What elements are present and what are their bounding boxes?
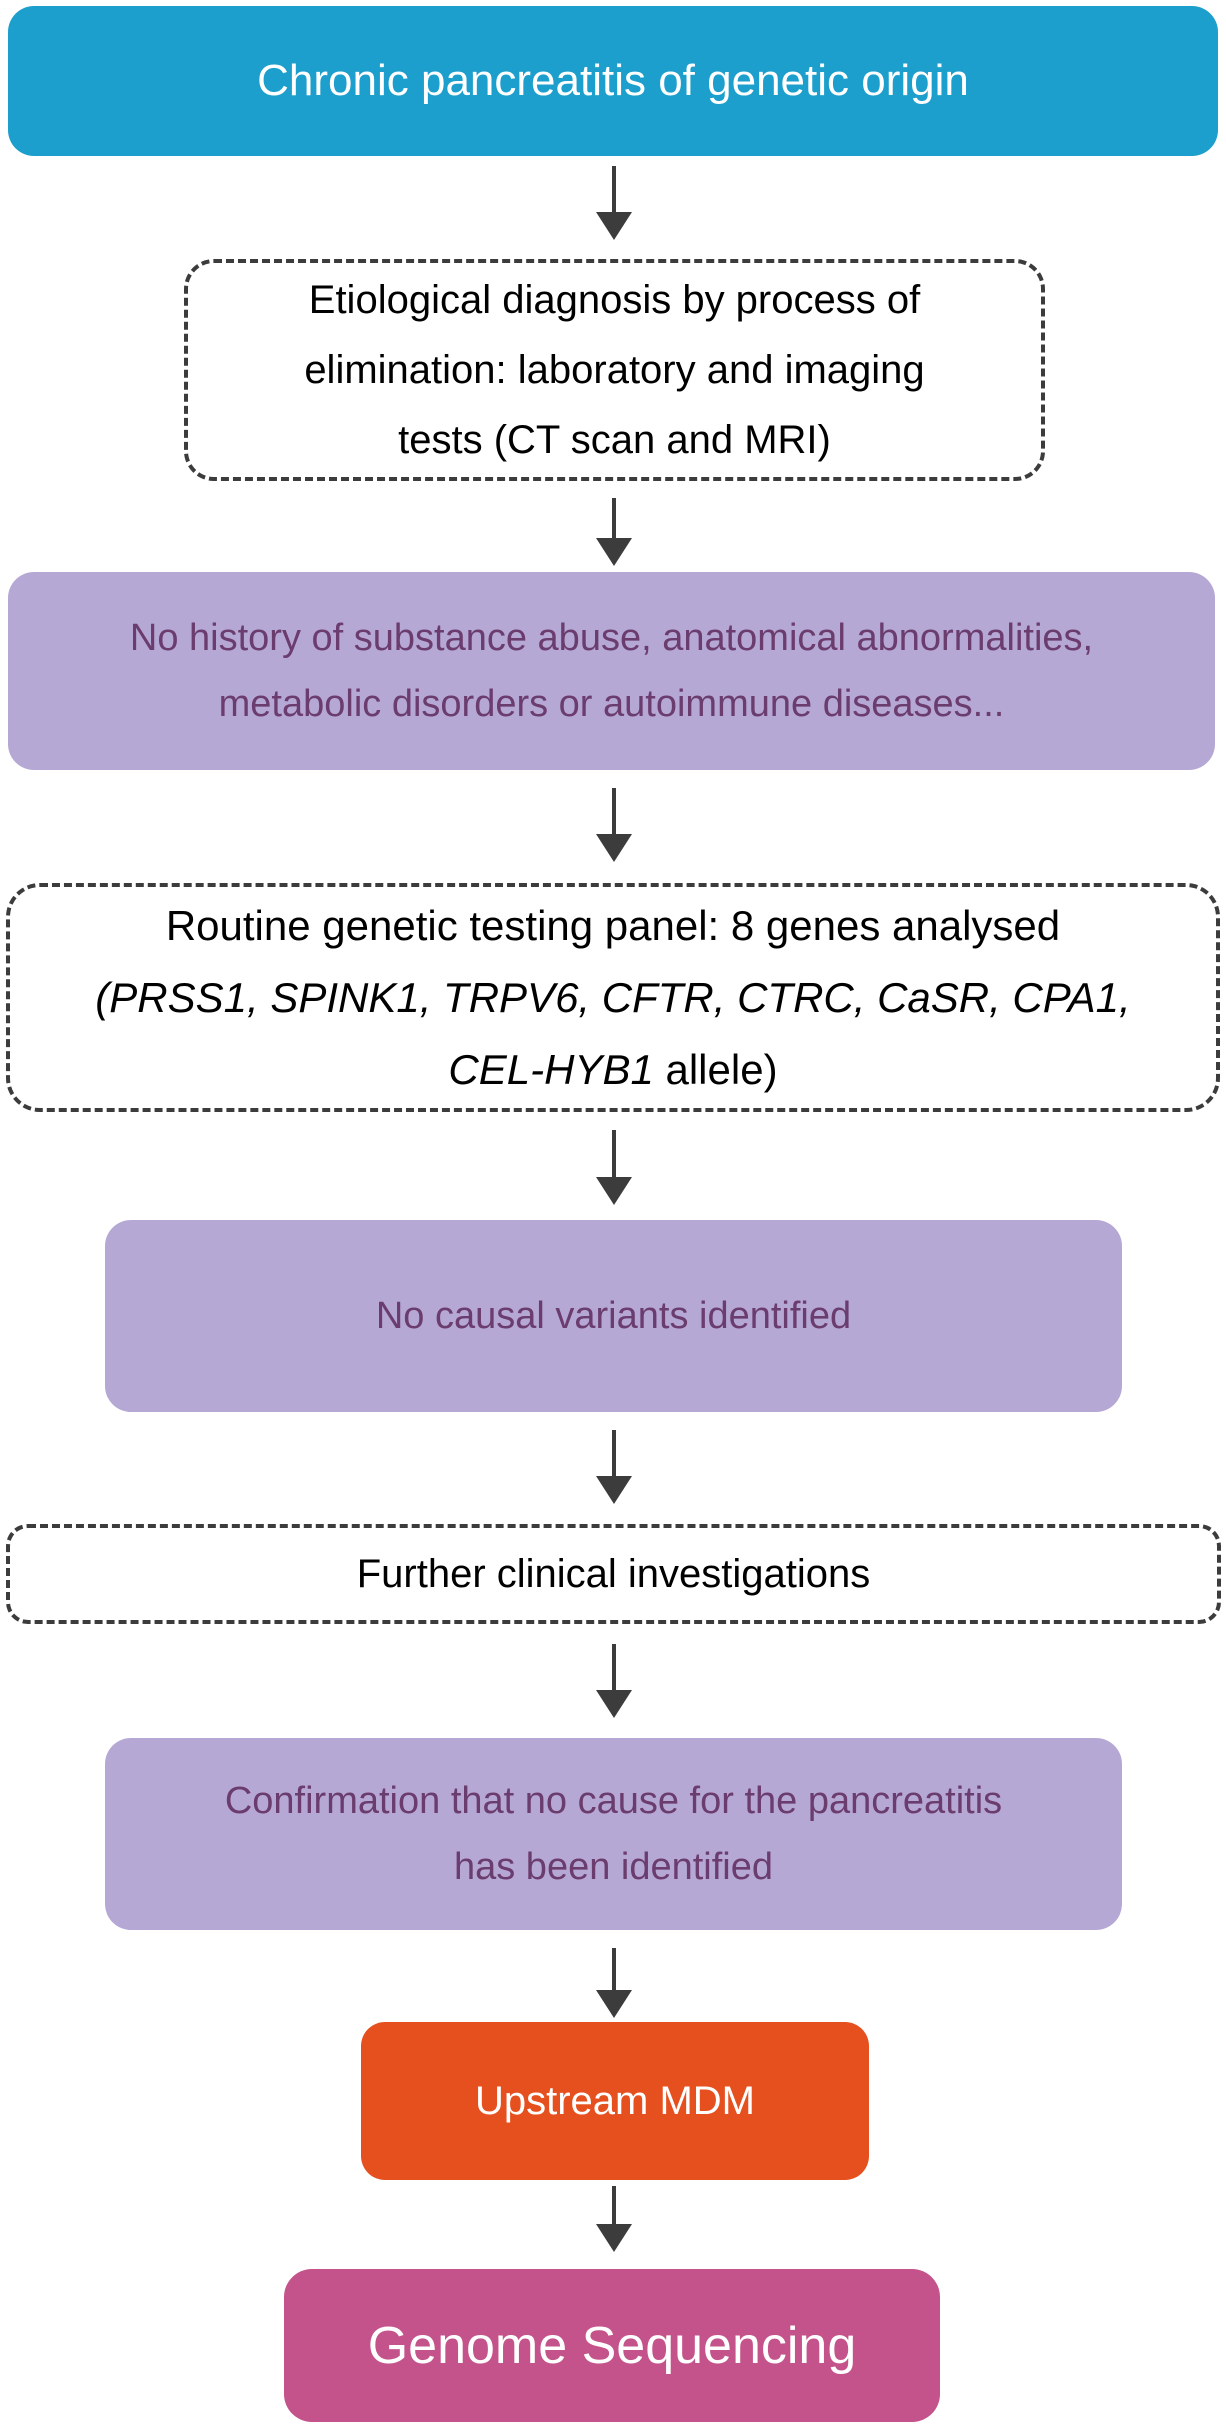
arrow-head xyxy=(596,1476,632,1504)
node-no-history: No history of substance abuse, anatomica… xyxy=(8,572,1215,770)
node-label-line: metabolic disorders or autoimmune diseas… xyxy=(218,683,1005,725)
down-arrow-icon xyxy=(596,788,632,862)
arrow-head xyxy=(596,538,632,566)
arrow-shaft xyxy=(612,2186,616,2224)
node-etiological-diagnosis: Etiological diagnosis by process of elim… xyxy=(184,259,1045,481)
node-further-investigations: Further clinical investigations xyxy=(6,1524,1221,1624)
arrow-shaft xyxy=(612,1948,616,1990)
arrow-head xyxy=(596,1177,632,1205)
node-label: No causal variants identified xyxy=(375,1294,852,1337)
node-label-line-allele: CEL-HYB1 allele) xyxy=(10,1034,1216,1106)
arrow-shaft xyxy=(612,498,616,538)
node-genetic-testing-panel: Routine genetic testing panel: 8 genes a… xyxy=(6,883,1220,1112)
node-label-line-genes: (PRSS1, SPINK1, TRPV6, CFTR, CTRC, CaSR,… xyxy=(95,973,1131,1021)
down-arrow-icon xyxy=(596,1948,632,2018)
node-chronic-pancreatitis: Chronic pancreatitis of genetic origin xyxy=(8,6,1218,156)
arrow-head xyxy=(596,1690,632,1718)
down-arrow-icon xyxy=(596,1130,632,1205)
arrow-head xyxy=(596,212,632,240)
arrow-shaft xyxy=(612,1644,616,1690)
node-label-line: elimination: laboratory and imaging xyxy=(304,348,925,392)
node-genome-sequencing: Genome Sequencing xyxy=(284,2269,940,2422)
down-arrow-icon xyxy=(596,498,632,566)
node-label: Chronic pancreatitis of genetic origin xyxy=(257,56,969,105)
arrow-head xyxy=(596,834,632,862)
node-no-causal-variants: No causal variants identified xyxy=(105,1220,1122,1412)
node-label-line: has been identified xyxy=(453,1846,774,1888)
arrow-shaft xyxy=(612,1430,616,1476)
down-arrow-icon xyxy=(596,1430,632,1504)
node-label: Further clinical investigations xyxy=(356,1551,871,1596)
node-label-line: Confirmation that no cause for the pancr… xyxy=(224,1780,1003,1822)
down-arrow-icon xyxy=(596,2186,632,2252)
node-label-line: Routine genetic testing panel: 8 genes a… xyxy=(165,901,1061,949)
arrow-shaft xyxy=(612,166,616,212)
arrow-shaft xyxy=(612,788,616,834)
node-label-line: tests (CT scan and MRI) xyxy=(398,418,831,462)
gene-name: CEL-HYB1 xyxy=(448,1045,654,1093)
node-confirmation-no-cause: Confirmation that no cause for the pancr… xyxy=(105,1738,1122,1930)
arrow-head xyxy=(596,1990,632,2018)
arrow-shaft xyxy=(612,1130,616,1177)
allele-text: allele) xyxy=(653,1045,778,1093)
node-label: Upstream MDM xyxy=(474,2078,756,2123)
down-arrow-icon xyxy=(596,166,632,240)
arrow-head xyxy=(596,2224,632,2252)
node-label-line: No history of substance abuse, anatomica… xyxy=(129,617,1094,659)
node-label-line: Etiological diagnosis by process of xyxy=(308,278,921,322)
node-upstream-mdm: Upstream MDM xyxy=(361,2022,869,2180)
down-arrow-icon xyxy=(596,1644,632,1718)
node-label: Genome Sequencing xyxy=(367,2316,857,2375)
